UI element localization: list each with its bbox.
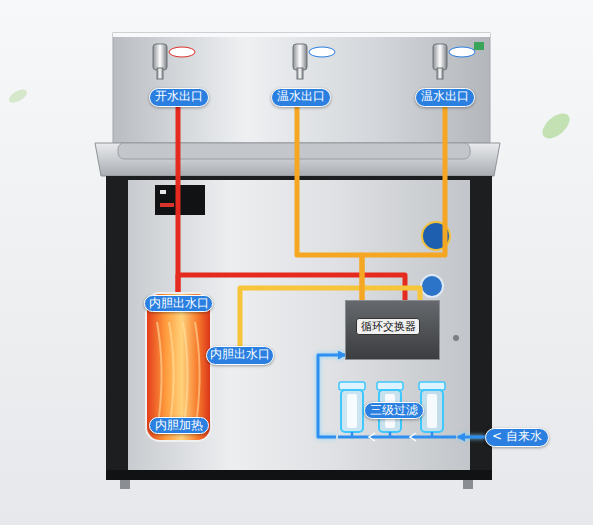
heat-streak (195, 322, 200, 417)
faucet-spout (297, 68, 303, 79)
inlet-label: < 自来水 (485, 428, 549, 447)
heat-streak (157, 322, 162, 417)
outlet-label: 温水出口 (415, 88, 475, 107)
node-label: 循环交换器 (356, 318, 420, 335)
display-icon (160, 190, 166, 194)
back-panel (113, 33, 490, 143)
filter-group: 三级过滤 (336, 378, 458, 446)
filter-housing (341, 390, 363, 432)
faucet-body (293, 44, 307, 70)
outlet-label: 开水出口 (149, 88, 209, 107)
tank-body (146, 293, 211, 441)
water-pipe (176, 107, 181, 292)
foot (120, 480, 130, 489)
node-label: 内胆加热 (149, 417, 209, 434)
filter-cap (377, 382, 403, 390)
faucet-body (433, 44, 447, 70)
heater-tank: 内胆出水口内胆加热 (145, 292, 212, 442)
water-pipe (458, 436, 485, 439)
filter-cap (339, 382, 365, 390)
filter-cartridge (347, 394, 357, 428)
leaf (538, 109, 574, 143)
outlet-label: 内胆出水口 (206, 346, 274, 365)
water-pipe (362, 107, 445, 300)
node-label: 内胆出水口 (207, 347, 273, 362)
faucet-tag (169, 47, 195, 57)
node-label: < 自来水 (486, 429, 548, 444)
faucet (153, 44, 195, 79)
filter-housing (421, 390, 443, 432)
node-label: 温水出口 (272, 89, 330, 104)
filter-cap (419, 382, 445, 390)
badge (421, 275, 443, 297)
faucet-tag (449, 47, 475, 57)
filter-cartridge (427, 394, 437, 428)
display-digits (160, 203, 174, 207)
heat-streak (183, 322, 188, 417)
sink (118, 143, 470, 159)
flow-arrow (410, 433, 416, 441)
leaf (7, 87, 29, 106)
flow-arrow (369, 433, 375, 441)
heat-streak (169, 322, 174, 417)
outlet-label: 温水出口 (271, 88, 331, 107)
base (106, 470, 492, 480)
faucet-spout (157, 68, 163, 79)
faucet-body (153, 44, 167, 70)
logo-mark (474, 42, 484, 50)
foot (463, 480, 473, 489)
filter-pipe (338, 436, 456, 439)
keyhole (453, 335, 459, 341)
node-label: 内胆出水口 (144, 295, 213, 312)
node-label: 温水出口 (416, 89, 474, 104)
faucet (433, 44, 475, 79)
node-label: 开水出口 (150, 89, 208, 104)
faucet-tag (309, 47, 335, 57)
node-label: 三级过滤 (364, 402, 424, 419)
water-pipe (297, 107, 362, 300)
faucet-spout (437, 68, 443, 79)
panel-edge (113, 33, 490, 37)
faucet (293, 44, 335, 79)
heat-exchanger: 循环交换器 (345, 300, 440, 360)
